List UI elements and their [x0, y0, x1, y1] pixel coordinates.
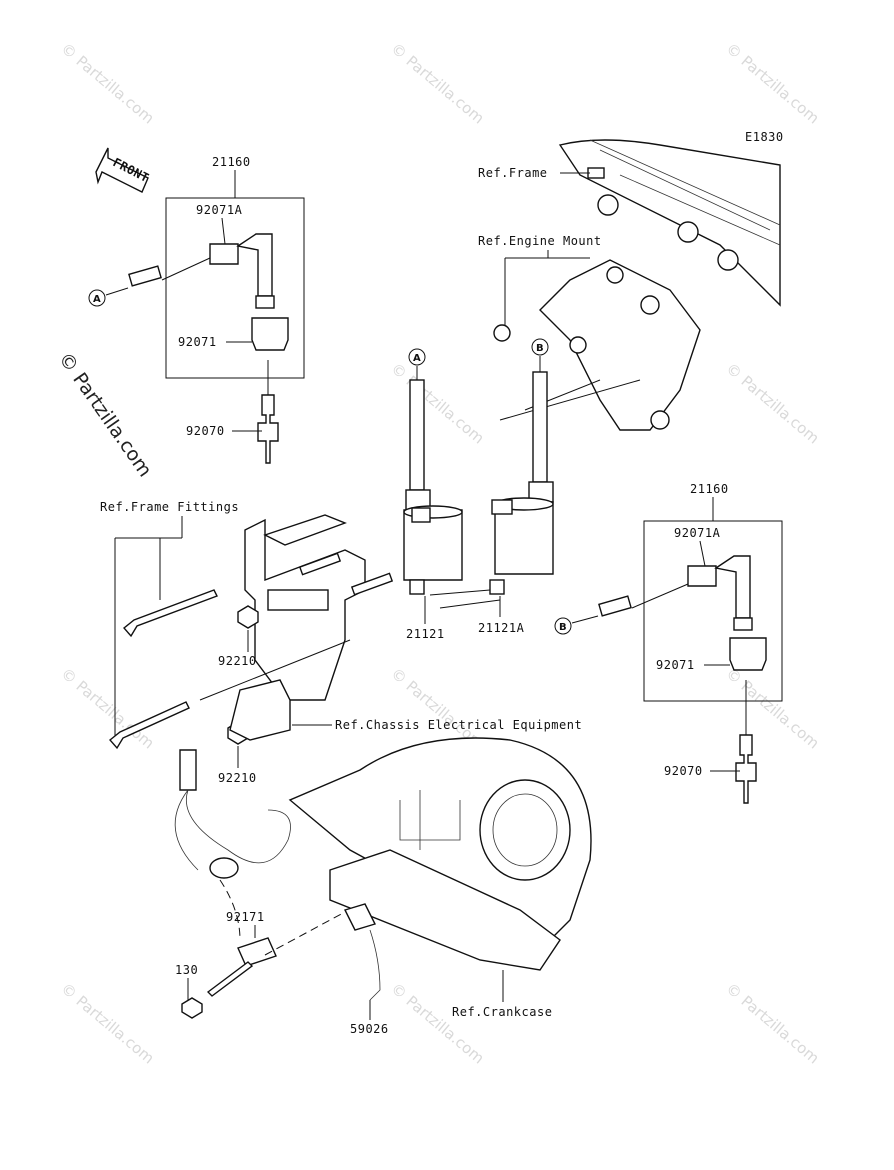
callout-a-top [408, 348, 426, 366]
callout-a-top-label: A [413, 353, 421, 364]
ignition-coils: A B 21121 21121A [403, 338, 554, 641]
watermark: © Partzilla.com [57, 664, 157, 752]
ref-engine-mount: Ref.Engine Mount [478, 234, 602, 248]
frame-fittings: Ref.Frame Fittings 92210 92210 Ref.Chass… [100, 500, 582, 785]
watermark: © Partzilla.com [722, 39, 822, 127]
ref-chassis-electrical: Ref.Chassis Electrical Equipment [335, 718, 582, 732]
watermark: © Partzilla.com [722, 664, 822, 752]
watermark: © Partzilla.com [387, 979, 487, 1067]
part-92071A-right: 92071A [674, 526, 721, 540]
callout-a-left-label: A [93, 294, 101, 305]
watermark: © Partzilla.com [722, 979, 822, 1067]
part-92071A-left: 92071A [196, 203, 243, 217]
part-92210-bottom: 92210 [218, 771, 257, 785]
ref-crankcase: Ref.Crankcase [452, 1005, 552, 1019]
callout-b-right-label: B [559, 622, 567, 633]
callout-b-top-label: B [536, 343, 544, 354]
part-21121A: 21121A [478, 621, 525, 635]
part-92071-right: 92071 [656, 658, 695, 672]
ref-frame-fittings: Ref.Frame Fittings [100, 500, 239, 514]
front-arrow-icon: FRONT [95, 147, 151, 193]
watermark: © Partzilla.com [722, 359, 822, 447]
diagram-code: E1830 [745, 130, 784, 144]
part-92070-right: 92070 [664, 764, 703, 778]
callout-b-top [531, 338, 549, 356]
watermark: © Partzilla.com [57, 39, 157, 127]
left-plug-group: 21160 92071A 92071 92070 A [88, 155, 305, 464]
watermark: © Partzilla.com [387, 39, 487, 127]
part-92171: 92171 [226, 910, 265, 924]
crankcase-assembly: Ref.Crankcase 92171 130 59026 [174, 737, 592, 1036]
frame-assembly: Ref.Frame Ref.Engine Mount [478, 139, 781, 431]
part-21160-left: 21160 [212, 155, 251, 169]
part-92071-left: 92071 [178, 335, 217, 349]
right-plug-group: 21160 92071A 92071 92070 B [554, 482, 783, 804]
part-59026: 59026 [350, 1022, 389, 1036]
part-92070-left: 92070 [186, 424, 225, 438]
watermark: © Partzilla.com [57, 979, 157, 1067]
group-box-left [165, 197, 305, 379]
ref-frame: Ref.Frame [478, 166, 548, 180]
part-21121: 21121 [406, 627, 445, 641]
part-92210-top: 92210 [218, 654, 257, 668]
callout-a-left [88, 289, 106, 307]
part-130: 130 [175, 963, 198, 977]
watermark: © Partzilla.com [387, 359, 487, 447]
group-box-right [643, 520, 783, 702]
part-21160-right: 21160 [690, 482, 729, 496]
callout-b-right [554, 617, 572, 635]
partzilla-watermark: © Partzilla.com [54, 348, 156, 481]
